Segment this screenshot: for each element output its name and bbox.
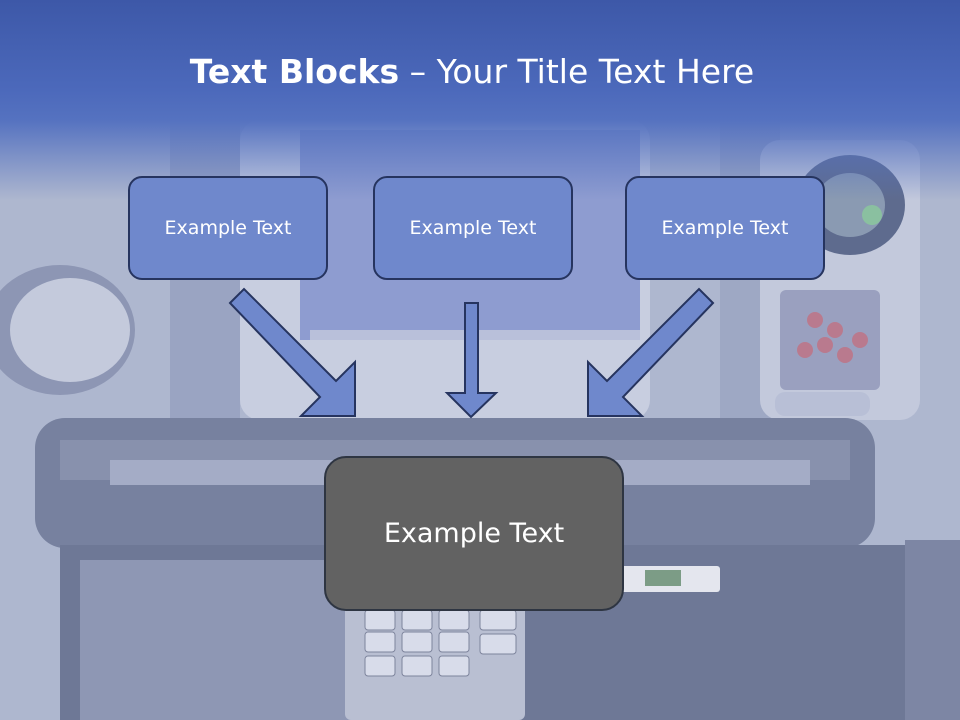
center-text-block-label: Example Text xyxy=(383,518,565,549)
header-band xyxy=(0,0,960,200)
text-block-2-label: Example Text xyxy=(409,217,537,239)
text-block-3-label: Example Text xyxy=(661,217,789,239)
title-rest: – Your Title Text Here xyxy=(399,52,755,91)
text-block-1: Example Text xyxy=(128,176,328,280)
title-bold: Text Blocks xyxy=(189,52,400,91)
center-text-block: Example Text xyxy=(324,456,624,611)
arrow-center-icon xyxy=(444,302,499,419)
text-block-1-label: Example Text xyxy=(164,217,292,239)
arrow-right-icon xyxy=(587,287,715,417)
text-block-3: Example Text xyxy=(625,176,825,280)
text-block-2: Example Text xyxy=(373,176,573,280)
arrow-left-icon xyxy=(228,287,356,417)
slide-title: Text Blocks – Your Title Text Here xyxy=(0,52,944,91)
